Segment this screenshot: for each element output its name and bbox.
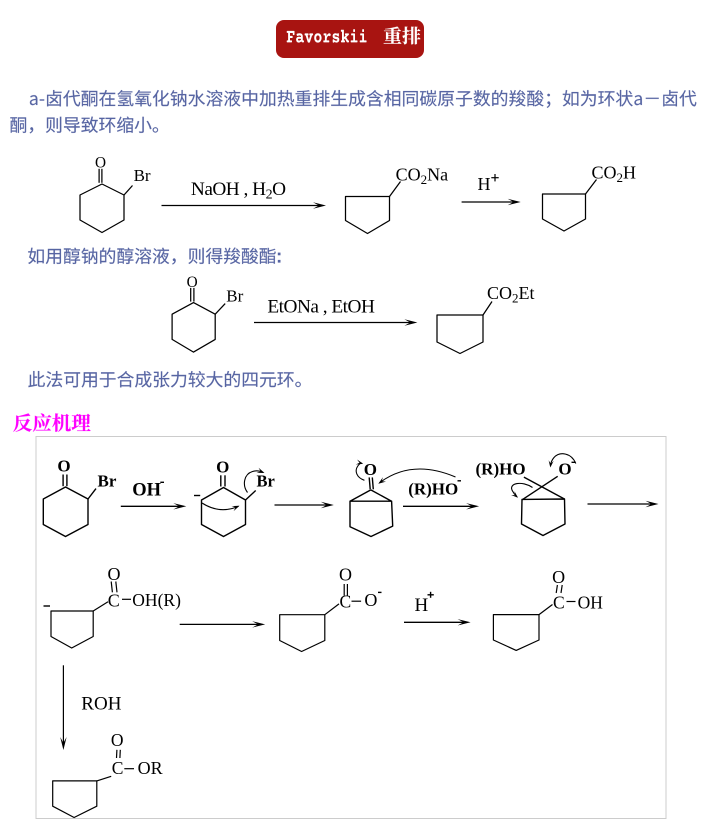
svg-text:H: H	[478, 174, 491, 194]
svg-text:O: O	[111, 730, 124, 750]
svg-text:O: O	[216, 457, 229, 476]
svg-text:O: O	[339, 565, 352, 585]
svg-text:CO2Et: CO2Et	[487, 283, 535, 305]
svg-text:OH: OH	[132, 481, 161, 501]
svg-text:O: O	[187, 274, 198, 291]
svg-text:EtONa , EtOH: EtONa , EtOH	[267, 297, 375, 318]
svg-text:C: C	[553, 592, 565, 612]
svg-text:(R)HO: (R)HO	[408, 480, 458, 499]
svg-text:O: O	[364, 590, 377, 610]
svg-text:O: O	[364, 460, 377, 479]
svg-text:CO2H: CO2H	[592, 163, 637, 185]
svg-text:OH: OH	[578, 592, 604, 612]
svg-text:Br: Br	[98, 472, 117, 491]
svg-text:Br: Br	[226, 287, 243, 306]
svg-text:Br: Br	[257, 472, 275, 491]
svg-text:O: O	[95, 155, 106, 172]
svg-text:C: C	[339, 592, 351, 612]
svg-text:OR: OR	[138, 758, 163, 778]
svg-text:OH(R): OH(R)	[132, 590, 181, 610]
svg-text:O: O	[108, 564, 121, 584]
svg-text:O: O	[558, 460, 571, 479]
svg-text:NaOH , H2O: NaOH , H2O	[191, 179, 286, 203]
svg-text:O: O	[57, 457, 70, 476]
svg-text:CO2Na: CO2Na	[396, 165, 449, 187]
svg-text:(R)HO: (R)HO	[476, 460, 526, 479]
svg-text:Br: Br	[134, 166, 151, 185]
svg-text:C: C	[108, 590, 120, 610]
svg-text:C: C	[112, 758, 124, 778]
svg-text:ROH: ROH	[81, 693, 121, 714]
svg-text:O: O	[552, 567, 565, 587]
svg-text:H: H	[415, 595, 429, 616]
